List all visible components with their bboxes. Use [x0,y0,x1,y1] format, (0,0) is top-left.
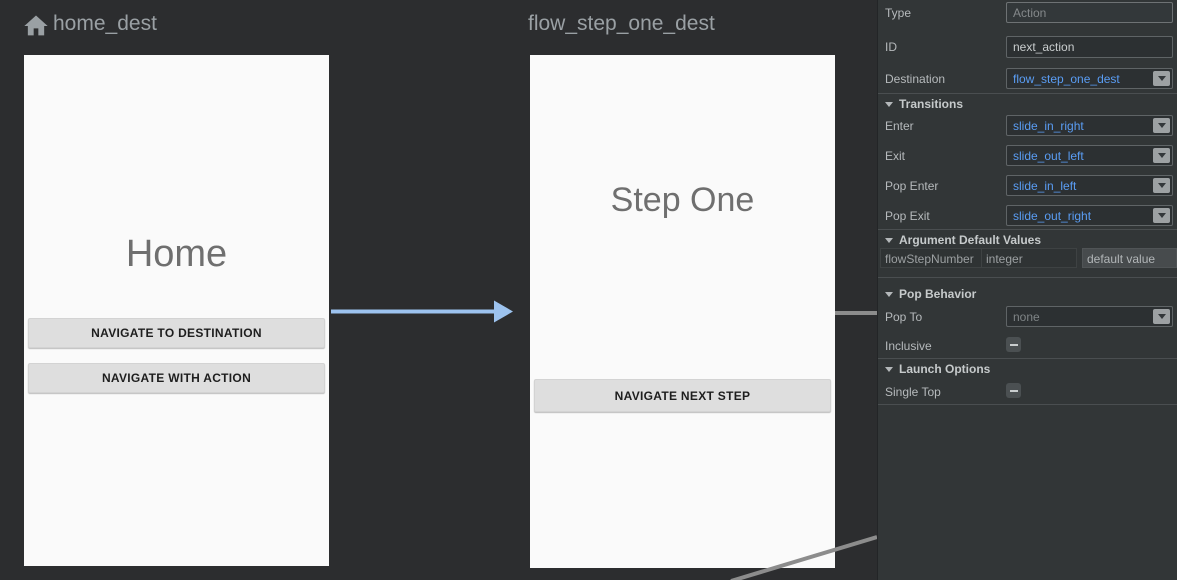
exit-value: slide_out_left [1013,148,1084,163]
pop-behavior-section-header[interactable]: Pop Behavior [885,287,976,301]
enter-dropdown[interactable]: slide_in_right [1006,115,1173,136]
argument-row[interactable]: flowStepNumber integer default value [880,248,1177,268]
preview-button-navigate-with-action: NAVIGATE WITH ACTION [28,363,325,393]
pop-to-label: Pop To [885,310,923,324]
chevron-down-icon [1153,309,1170,324]
chevron-down-icon [1153,148,1170,163]
arguments-header-label: Argument Default Values [899,233,1042,247]
launch-options-header-label: Launch Options [899,362,991,376]
destination-value: flow_step_one_dest [1013,71,1120,86]
id-field[interactable]: next_action [1006,36,1173,58]
enter-value: slide_in_right [1013,118,1084,133]
attributes-panel: Type Action ID next_action Destination f… [877,0,1177,580]
collapse-triangle-icon [885,367,893,372]
section-separator [878,277,1177,278]
transitions-header-label: Transitions [899,97,964,111]
exit-label: Exit [885,149,906,163]
id-value: next_action [1013,40,1075,54]
indeterminate-dash-icon [1009,343,1018,346]
pop-exit-dropdown[interactable]: slide_out_right [1006,205,1173,226]
destination-preview-home[interactable]: Home NAVIGATE TO DESTINATION NAVIGATE WI… [24,55,329,566]
preview-button-navigate-to-destination: NAVIGATE TO DESTINATION [28,318,325,348]
inclusive-checkbox[interactable] [1006,337,1021,352]
collapse-triangle-icon [885,292,893,297]
destination-header-home[interactable]: home_dest [53,12,157,35]
pop-enter-label: Pop Enter [885,179,939,193]
section-separator [878,358,1177,359]
id-label: ID [885,40,897,54]
transitions-section-header[interactable]: Transitions [885,97,963,111]
section-separator [878,93,1177,94]
pop-to-dropdown[interactable]: none [1006,306,1173,327]
argument-type: integer [981,248,1077,268]
single-top-label: Single Top [885,385,941,399]
chevron-down-icon [1153,71,1170,86]
pop-behavior-header-label: Pop Behavior [899,287,977,301]
section-separator [878,404,1177,405]
navigation-canvas[interactable]: home_dest flow_step_one_dest Home NAVIGA… [0,0,877,580]
home-screen-title: Home [125,233,228,275]
type-label: Type [885,6,912,20]
collapse-triangle-icon [885,102,893,107]
destination-dropdown[interactable]: flow_step_one_dest [1006,68,1173,89]
pop-to-value: none [1013,309,1040,324]
type-value: Action [1013,5,1047,20]
arguments-section-header[interactable]: Argument Default Values [885,233,1041,247]
single-top-checkbox[interactable] [1006,383,1021,398]
collapse-triangle-icon [885,238,893,243]
section-separator [878,229,1177,230]
argument-name: flowStepNumber [880,248,981,268]
chevron-down-icon [1153,208,1170,223]
launch-options-section-header[interactable]: Launch Options [885,362,990,376]
inclusive-label: Inclusive [885,339,932,353]
step-one-screen-title: Step One [610,181,755,219]
enter-label: Enter [885,119,914,133]
pop-enter-dropdown[interactable]: slide_in_left [1006,175,1173,196]
indeterminate-dash-icon [1009,389,1018,392]
pop-enter-value: slide_in_left [1013,178,1077,193]
selected-action-arrow-head[interactable] [494,300,513,323]
destination-header-step-one[interactable]: flow_step_one_dest [528,12,715,35]
argument-default-value-field[interactable]: default value [1082,248,1177,268]
chevron-down-icon [1153,178,1170,193]
pop-exit-label: Pop Exit [885,209,930,223]
destination-label: Destination [885,72,946,86]
preview-button-navigate-next-step: NAVIGATE NEXT STEP [534,379,831,412]
destination-preview-step-one[interactable]: Step One NAVIGATE NEXT STEP [530,55,835,568]
pop-exit-value: slide_out_right [1013,208,1092,223]
exit-dropdown[interactable]: slide_out_left [1006,145,1173,166]
type-field: Action [1006,2,1173,23]
home-icon [24,15,48,36]
chevron-down-icon [1153,118,1170,133]
